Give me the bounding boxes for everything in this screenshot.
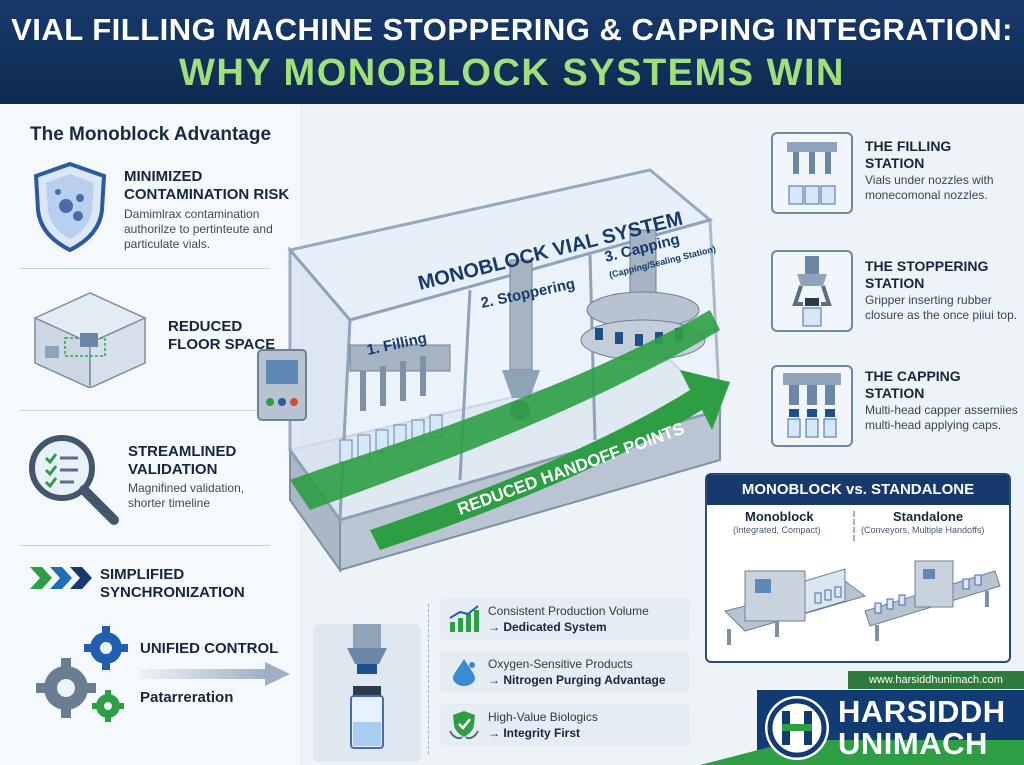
capping-station-title: The Capping Station <box>865 368 961 401</box>
benefit-item: Oxygen-Sensitive Products → Nitrogen Pur… <box>440 651 690 693</box>
hu-monogram-icon <box>765 696 829 760</box>
header-banner: VIAL FILLING MACHINE STOPPERING & CAPPIN… <box>0 0 1024 104</box>
right-arrow-icon <box>140 662 290 686</box>
title-line-2: WHY MONOBLOCK SYSTEMS WIN <box>179 52 845 94</box>
benefit-line2: → Integrity First <box>488 726 581 740</box>
stoppering-station-desc: Gripper inserting rubber closure as the … <box>865 293 1018 322</box>
feature-floor-space-title: Reduced Floor Space <box>168 318 276 353</box>
feature-contamination-title: Minimized Contamination Risk <box>124 168 290 203</box>
patar-label: Patarreration <box>140 689 234 706</box>
divider <box>20 268 270 269</box>
comparison-illustration <box>724 560 1001 645</box>
advantage-title: The Monoblock Advantage <box>30 124 272 145</box>
comparison-title: MONOBLOCK vs. STANDALONE <box>707 475 1009 505</box>
title-line-1: VIAL FILLING MACHINE STOPPERING & CAPPIN… <box>11 12 1013 47</box>
comparison-panel: MONOBLOCK vs. STANDALONE Monoblock (Inte… <box>705 473 1011 663</box>
standalone-column-subtitle: (Conveyors, Multiple Handoffs) <box>861 525 985 535</box>
monoblock-column-title: Monoblock <box>745 509 814 524</box>
filling-nozzle-icon <box>787 142 837 205</box>
gears-icon <box>36 626 128 722</box>
capping-station-desc: Multi-head capper assemiies multi-head a… <box>865 403 1018 432</box>
droplet-icon <box>453 659 475 686</box>
brand-name-line2: UNIMACH <box>838 726 988 761</box>
filling-station-desc: Vials under nozzles with monecomonal noz… <box>865 173 994 202</box>
monoblock-machine-illustration: MONOBLOCK VIAL SYSTEM 1. Filling 2. Stop… <box>257 168 730 574</box>
stoppering-station-title: The Stoppering Station <box>865 258 989 291</box>
benefit-item: High-Value Biologics → Integrity First <box>440 704 690 746</box>
benefit-line2: → Nitrogen Purging Advantage <box>488 673 666 687</box>
magnifier-checklist-icon <box>29 435 119 525</box>
monoblock-column-subtitle: (Integrated, Compact) <box>733 525 821 535</box>
filling-station-image <box>771 132 853 214</box>
brand-name-line1: HARSIDDH <box>838 694 1006 729</box>
filling-station-title: The Filling Station <box>865 138 952 171</box>
chevrons-icon <box>30 567 92 589</box>
capping-station-image <box>771 365 853 447</box>
growth-chart-icon <box>449 605 479 632</box>
vial-closeup <box>313 624 421 762</box>
vial-icon <box>347 624 387 749</box>
feature-validation-desc: Magniḟined validation, shorter timeline <box>128 481 245 510</box>
gripper-icon <box>792 256 832 327</box>
benefit-item: Consistent Production Volume → Dedicated… <box>440 598 690 640</box>
feature-validation-title: Streamlined Validation <box>128 443 237 478</box>
benefit-line2: → Dedicated System <box>488 620 607 634</box>
hands-shield-icon <box>449 711 479 740</box>
divider <box>20 545 270 546</box>
feature-contamination-desc: Damimlrax contamination authorilze to pe… <box>124 207 273 251</box>
benefit-line1: Oxygen-Sensitive Products <box>488 657 633 671</box>
sync-title: Simplified Synchronization <box>100 566 245 601</box>
benefits-divider <box>428 604 429 754</box>
shield-icon <box>33 161 107 252</box>
capper-icon <box>783 373 841 438</box>
column-divider <box>853 511 855 541</box>
standalone-column-title: Standalone <box>893 509 964 524</box>
unified-control-label: Unified Control <box>140 640 279 657</box>
benefit-line1: Consistent Production Volume <box>488 604 649 618</box>
stoppering-station-image <box>771 250 853 332</box>
website-url[interactable]: www.harsiddhunimach.com <box>848 671 1024 689</box>
divider <box>20 410 270 411</box>
room-icon <box>33 292 147 388</box>
benefit-line1: High-Value Biologics <box>488 710 598 724</box>
